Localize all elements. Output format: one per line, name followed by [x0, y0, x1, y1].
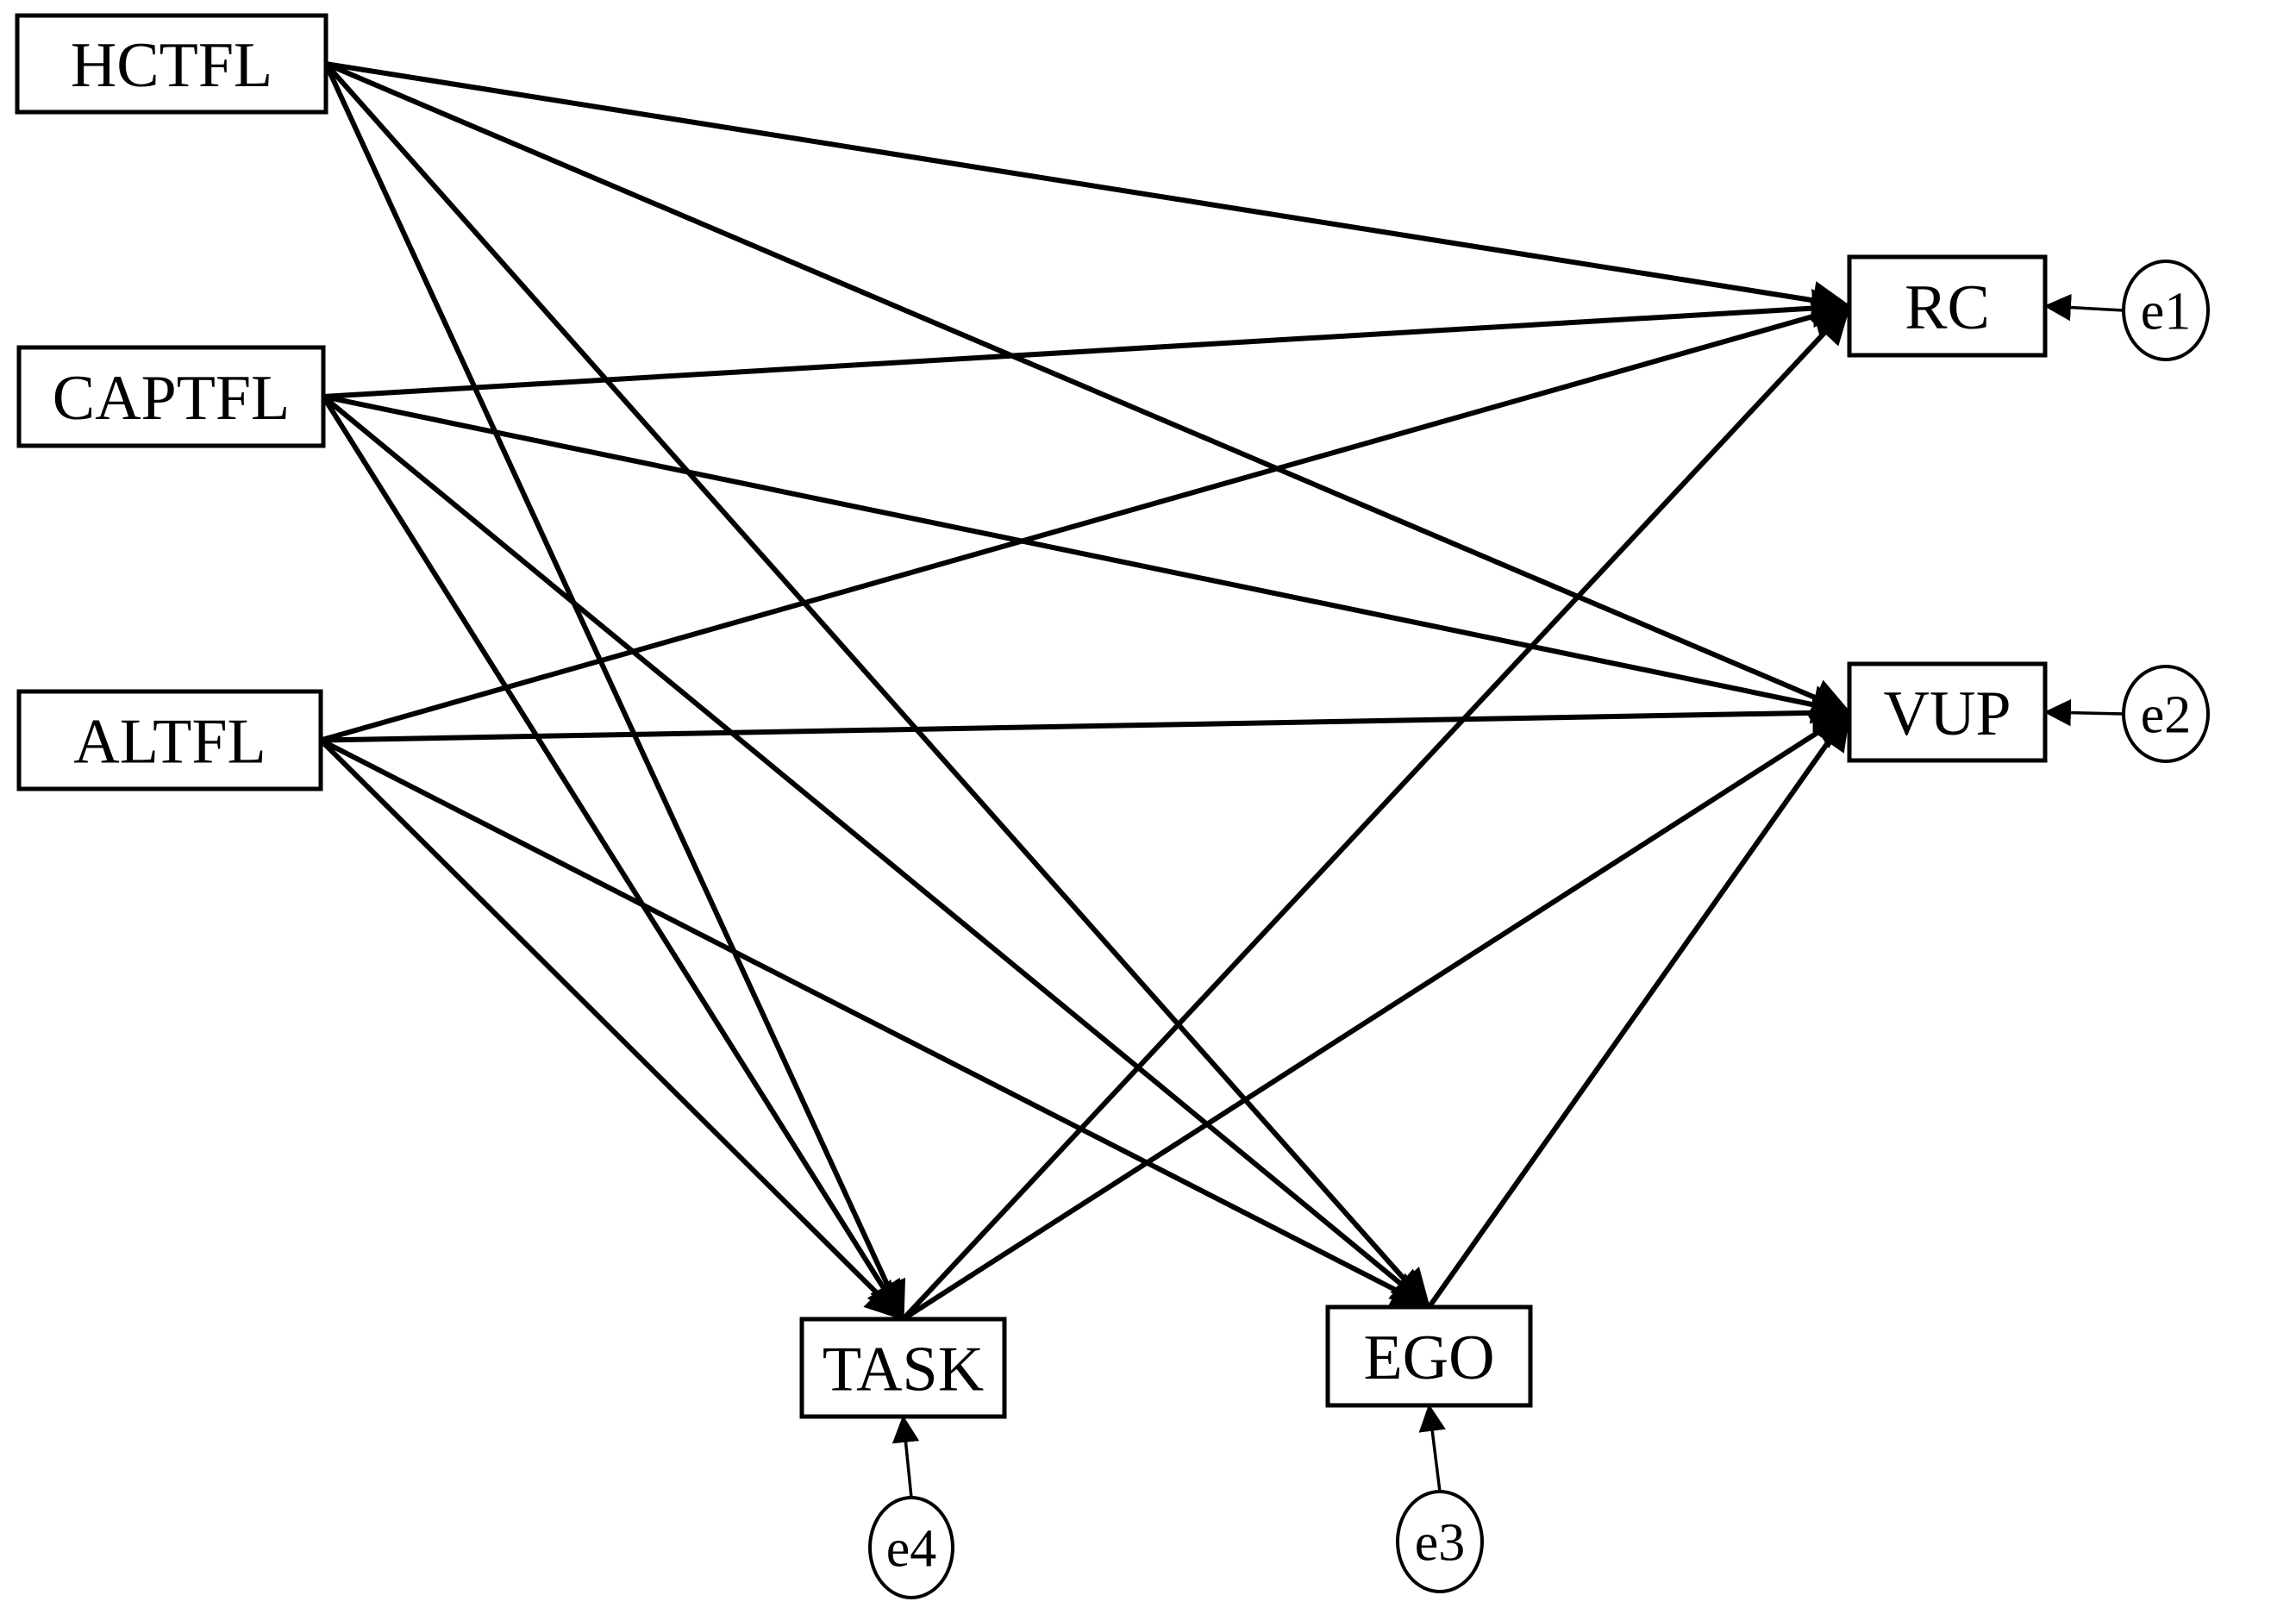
- edge-arrow-hctfl-to-vup: [324, 61, 1852, 716]
- node-altfl-box: [16, 689, 323, 791]
- node-rc-label: RC: [1905, 272, 1990, 343]
- edge-arrow-altfl-to-vup: [320, 693, 1852, 743]
- edge-arrow-hctfl-to-task: [323, 62, 906, 1322]
- node-e2-label: e2: [2141, 686, 2192, 745]
- node-e4-label: e4: [886, 1520, 937, 1579]
- edge-arrow-captfl-to-task: [321, 395, 906, 1321]
- node-e1: e1: [2122, 260, 2210, 361]
- edge-arrow-captfl-to-ego: [322, 394, 1431, 1310]
- node-altfl-label: ALTFL: [73, 706, 266, 777]
- node-rc: RC: [1847, 254, 2048, 358]
- nodes-layer: HCTFL CAPTFL ALTFL RC VUP TASK EGO e1 e2 e3 e4: [15, 13, 2210, 1599]
- node-captfl: CAPTFL: [16, 345, 326, 448]
- node-hctfl: HCTFL: [15, 13, 328, 115]
- node-task-box: [799, 1317, 1007, 1419]
- node-e1-label: e1: [2141, 283, 2192, 341]
- node-ego-box: [1325, 1304, 1533, 1408]
- edge-arrow-e2-to-vup: [2043, 698, 2124, 727]
- edge-arrow-captfl-to-vup: [322, 394, 1852, 724]
- node-e3: e3: [1396, 1490, 1484, 1593]
- edge-arrow-e3-to-ego: [1418, 1404, 1446, 1492]
- node-ego-label: EGO: [1363, 1323, 1494, 1393]
- node-rc-box: [1847, 254, 2048, 358]
- edge-arrow-task-to-rc: [901, 303, 1852, 1322]
- edge-arrow-hctfl-to-rc: [325, 61, 1852, 320]
- edges-layer: [318, 61, 2124, 1498]
- node-hctfl-label: HCTFL: [71, 30, 272, 101]
- node-e3-label: e3: [1415, 1514, 1466, 1573]
- node-e2: e2: [2122, 665, 2210, 763]
- node-hctfl-box: [15, 13, 328, 115]
- node-vup-label: VUP: [1883, 679, 2011, 749]
- node-task-label: TASK: [823, 1334, 984, 1404]
- node-e2-circle: [2122, 665, 2210, 763]
- edge-arrow-ego-to-vup: [1427, 710, 1852, 1309]
- node-ego: EGO: [1325, 1304, 1533, 1408]
- node-altfl: ALTFL: [16, 689, 323, 791]
- node-captfl-label: CAPTFL: [53, 363, 291, 434]
- node-e4-circle: [868, 1496, 954, 1599]
- node-task: TASK: [799, 1317, 1007, 1419]
- node-captfl-box: [16, 345, 326, 448]
- node-e1-circle: [2122, 260, 2210, 361]
- edge-arrow-altfl-to-rc: [320, 297, 1852, 743]
- edge-arrow-task-to-vup: [901, 710, 1851, 1322]
- edge-arrow-captfl-to-rc: [322, 289, 1852, 399]
- edge-arrow-hctfl-to-ego: [323, 62, 1431, 1309]
- edge-arrow-e4-to-task: [891, 1415, 920, 1498]
- node-e3-circle: [1396, 1490, 1484, 1593]
- node-vup: VUP: [1847, 661, 2048, 763]
- node-vup-box: [1847, 661, 2048, 763]
- edge-arrow-altfl-to-ego: [319, 737, 1431, 1310]
- node-e4: e4: [868, 1496, 954, 1599]
- edge-arrow-e1-to-rc: [2043, 293, 2124, 322]
- edge-arrow-altfl-to-task: [318, 738, 905, 1322]
